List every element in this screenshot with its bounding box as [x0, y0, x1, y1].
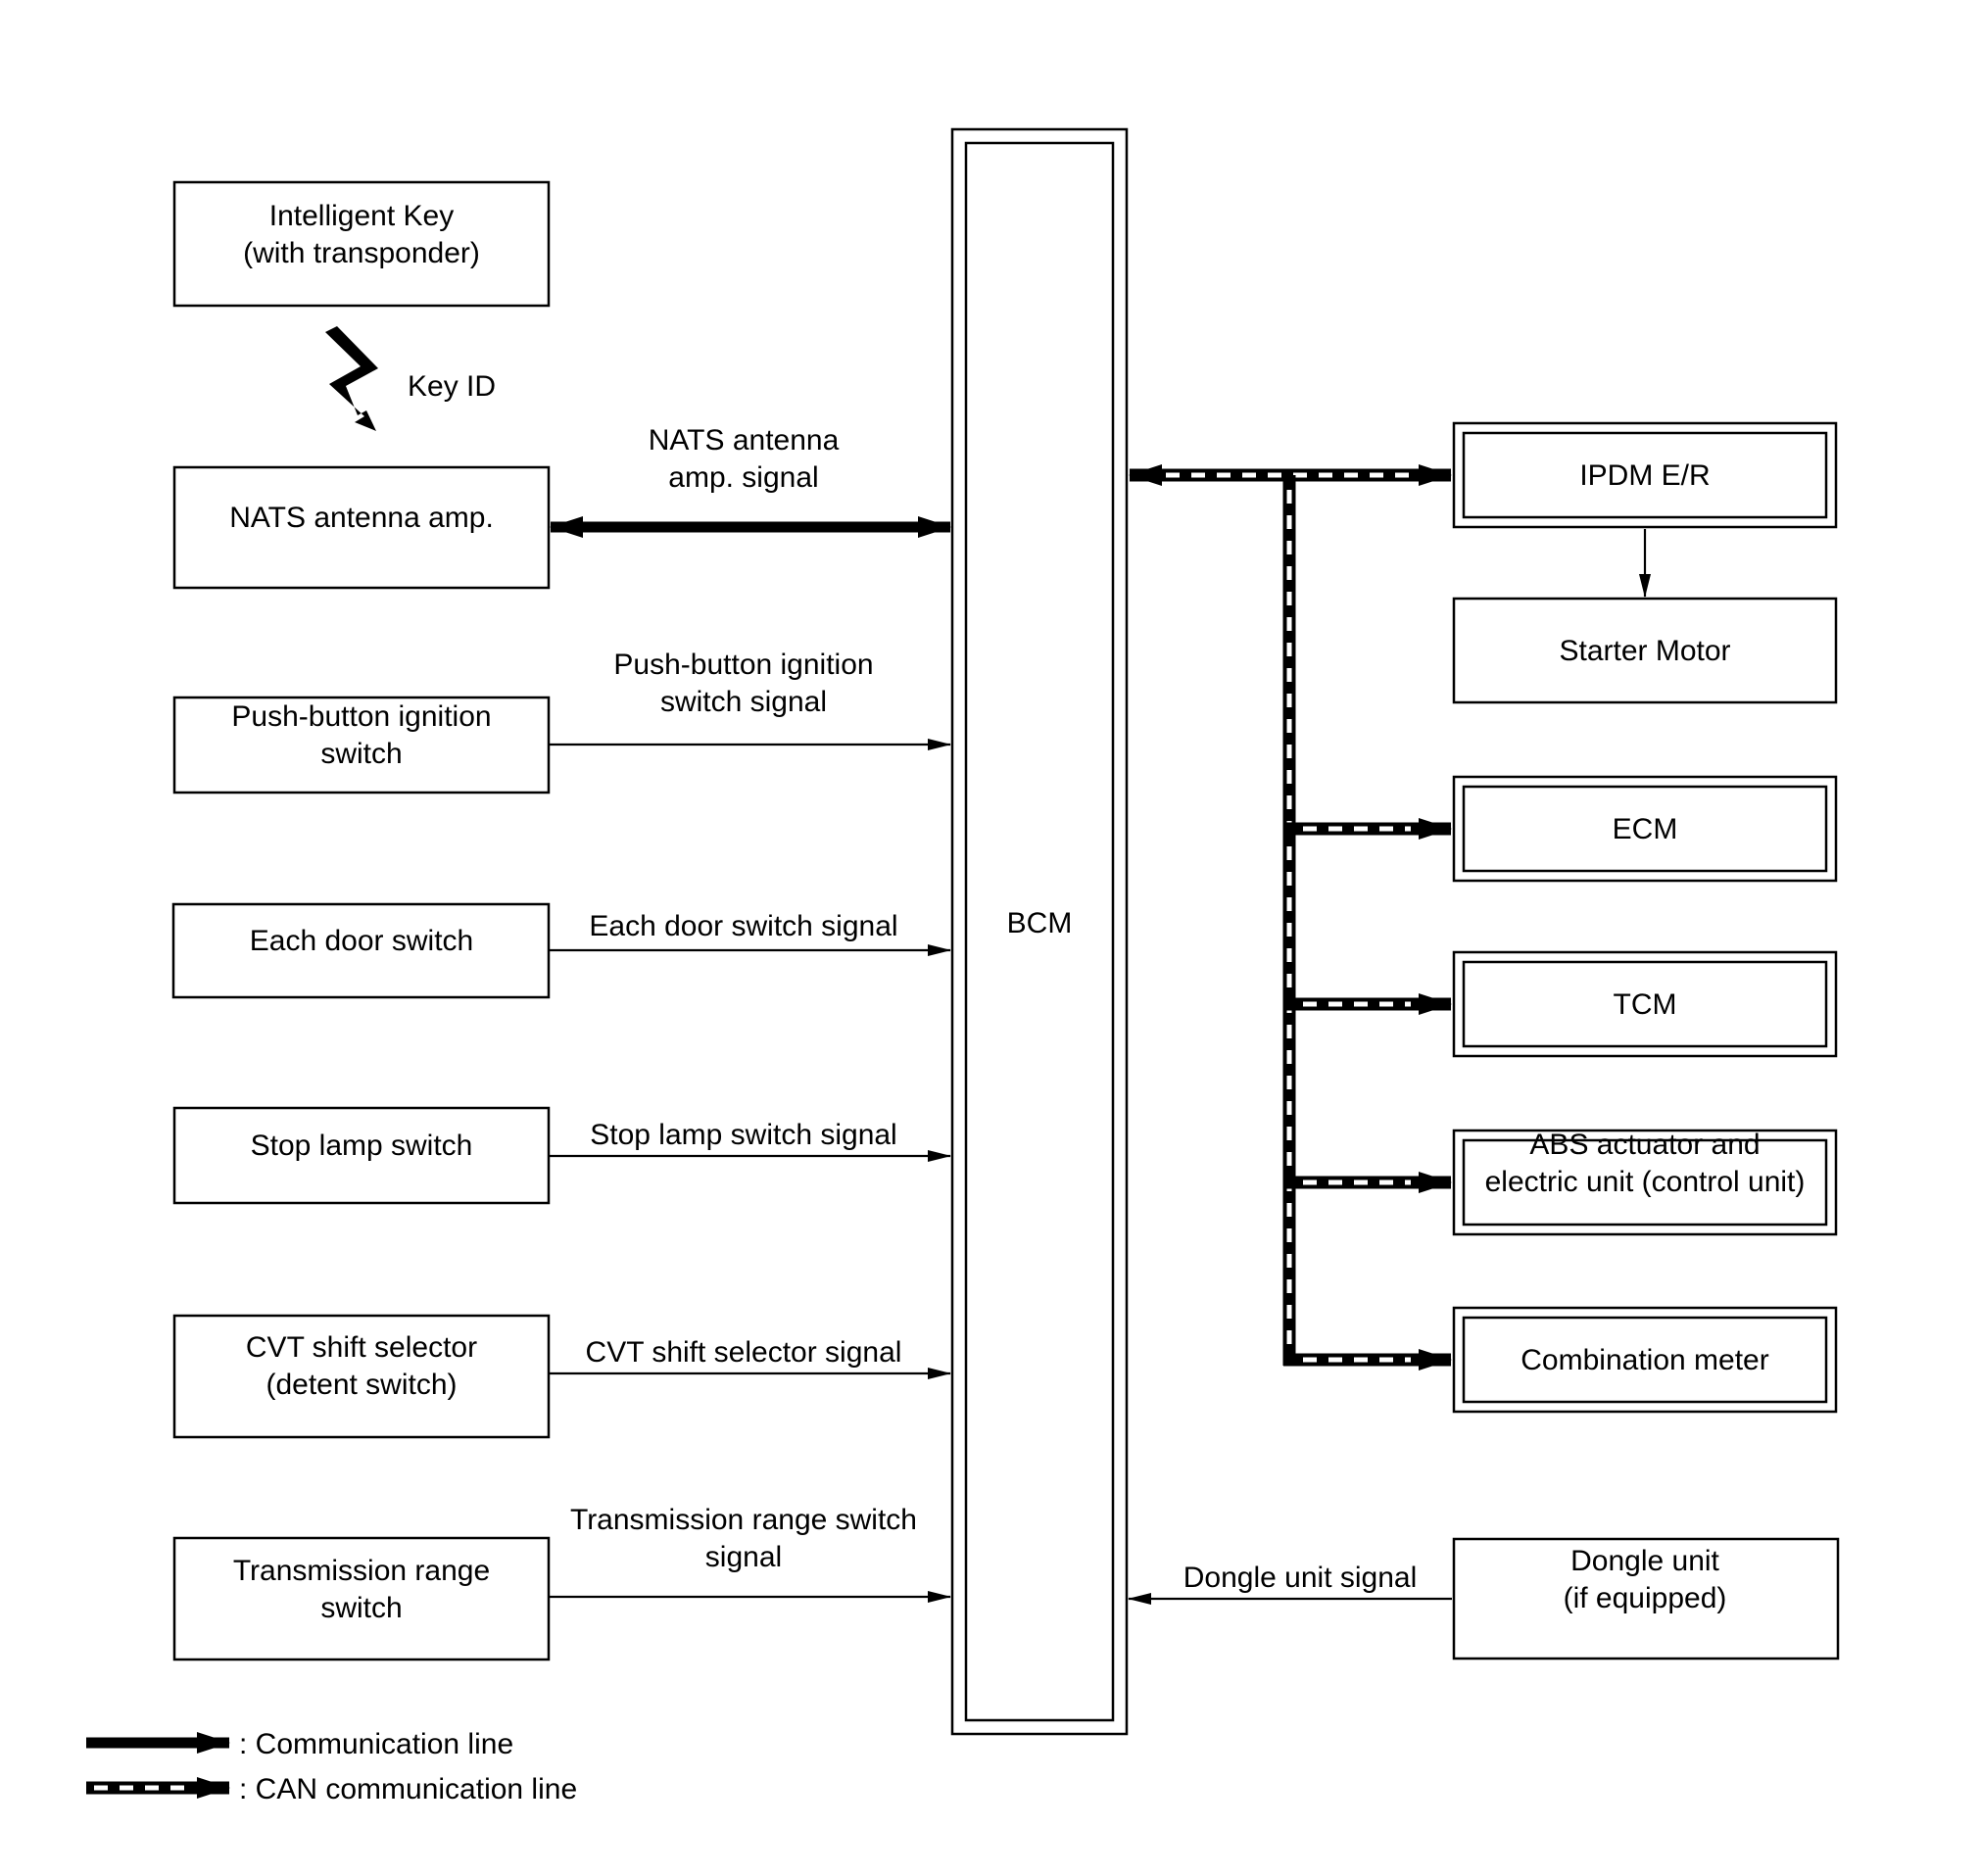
door-signal: Each door switch signal: [549, 910, 951, 956]
text-line: amp. signal: [668, 461, 818, 494]
text-line: Intelligent Key: [269, 200, 454, 232]
trans-range-switch-label: Transmission range switch: [233, 1555, 490, 1624]
stop-lamp-switch-label: Stop lamp switch: [251, 1130, 473, 1162]
intelligent-key-label: Intelligent Key (with transponder): [243, 200, 480, 269]
legend-can-line-label: : CAN communication line: [239, 1773, 577, 1805]
key-id-signal: Key ID: [325, 326, 496, 431]
text-line: Push-button ignition: [231, 700, 491, 733]
text-line: ABS actuator and: [1529, 1129, 1760, 1161]
nats-antenna-amp-box: NATS antenna amp.: [172, 465, 551, 590]
text-line: TCM: [1614, 988, 1677, 1021]
combination-meter-label: Combination meter: [1520, 1344, 1768, 1376]
text-line: BCM: [1007, 907, 1073, 939]
stop-lamp-signal-label: Stop lamp switch signal: [590, 1119, 896, 1151]
ecm-label: ECM: [1613, 813, 1678, 845]
bcm-unit: BCM: [950, 127, 1129, 1736]
dongle-unit-box: Dongle unit (if equipped): [1452, 1537, 1840, 1660]
text-line: Transmission range: [233, 1555, 490, 1587]
starter-motor-box: Starter Motor: [1452, 597, 1838, 704]
trans-range-switch-box: Transmission range switch: [172, 1536, 551, 1661]
text-line: Combination meter: [1520, 1344, 1768, 1376]
text-line: NATS antenna: [649, 424, 840, 457]
text-line: IPDM E/R: [1579, 459, 1710, 492]
text-line: electric unit (control unit): [1485, 1166, 1806, 1198]
text-line: Stop lamp switch signal: [590, 1119, 896, 1151]
trans-range-signal-label: Transmission range switch signal: [570, 1504, 917, 1573]
text-line: switch signal: [660, 686, 827, 718]
key-id-label: Key ID: [408, 370, 496, 403]
text-line: signal: [705, 1541, 782, 1573]
text-line: ECM: [1613, 813, 1678, 845]
abs-label: ABS actuator and electric unit (control u…: [1485, 1129, 1806, 1198]
text-line: NATS antenna amp.: [229, 502, 494, 534]
text-line: (if equipped): [1564, 1582, 1727, 1614]
dongle-signal-label: Dongle unit signal: [1183, 1562, 1418, 1594]
ipdm-box: IPDM E/R: [1452, 421, 1838, 529]
push-button-signal-label: Push-button ignition switch signal: [613, 649, 873, 718]
text-line: Key ID: [408, 370, 496, 403]
dongle-unit-label: Dongle unit (if equipped): [1564, 1545, 1727, 1614]
trans-range-signal: Transmission range switch signal: [549, 1504, 951, 1603]
text-line: Transmission range switch: [570, 1504, 917, 1536]
text-line: Each door switch signal: [589, 910, 897, 942]
text-line: Each door switch: [250, 925, 473, 957]
stop-lamp-signal: Stop lamp switch signal: [549, 1119, 951, 1162]
door-switch-box: Each door switch: [171, 902, 551, 999]
stop-lamp-switch-box: Stop lamp switch: [172, 1106, 551, 1205]
intelligent-key-box: Intelligent Key (with transponder): [172, 180, 551, 308]
text-line: Stop lamp switch: [251, 1130, 473, 1162]
cvt-signal: CVT shift selector signal: [549, 1336, 951, 1379]
text-line: switch: [320, 1592, 402, 1624]
text-line: Dongle unit: [1570, 1545, 1719, 1577]
legend: : Communication line : CAN communication…: [86, 1728, 577, 1805]
text-line: : Communication line: [239, 1728, 513, 1760]
tcm-label: TCM: [1614, 988, 1677, 1021]
push-button-switch-label: Push-button ignition switch: [231, 700, 491, 770]
cvt-selector-box: CVT shift selector (detent switch): [172, 1314, 551, 1439]
text-line: (with transponder): [243, 237, 480, 269]
abs-box: ABS actuator and electric unit (control u…: [1452, 1129, 1838, 1236]
cvt-selector-label: CVT shift selector (detent switch): [246, 1331, 477, 1401]
text-line: Dongle unit signal: [1183, 1562, 1418, 1594]
text-line: CVT shift selector: [246, 1331, 477, 1364]
text-line: : CAN communication line: [239, 1773, 577, 1805]
bcm-label: BCM: [1007, 907, 1073, 939]
legend-communication-line-label: : Communication line: [239, 1728, 513, 1760]
text-line: Starter Motor: [1559, 635, 1730, 667]
nats-antenna-amp-label: NATS antenna amp.: [229, 502, 494, 534]
door-signal-label: Each door switch signal: [589, 910, 897, 942]
nats-signal-label: NATS antenna amp. signal: [649, 424, 840, 494]
push-button-switch-box: Push-button ignition switch: [172, 696, 551, 794]
dongle-signal: Dongle unit signal: [1128, 1562, 1452, 1605]
can-bus: [1129, 464, 1452, 1371]
cvt-signal-label: CVT shift selector signal: [586, 1336, 902, 1369]
text-line: switch: [320, 738, 402, 770]
ipdm-label: IPDM E/R: [1579, 459, 1710, 492]
text-line: CVT shift selector signal: [586, 1336, 902, 1369]
door-switch-label: Each door switch: [250, 925, 473, 957]
nats-signal: NATS antenna amp. signal: [550, 424, 951, 538]
wireless-bolt-icon: [325, 326, 378, 431]
text-line: Push-button ignition: [613, 649, 873, 681]
ecm-box: ECM: [1452, 775, 1838, 883]
push-button-signal: Push-button ignition switch signal: [549, 649, 951, 750]
combination-meter-box: Combination meter: [1452, 1306, 1838, 1414]
starter-motor-label: Starter Motor: [1559, 635, 1730, 667]
text-line: (detent switch): [265, 1369, 457, 1401]
tcm-box: TCM: [1452, 950, 1838, 1058]
